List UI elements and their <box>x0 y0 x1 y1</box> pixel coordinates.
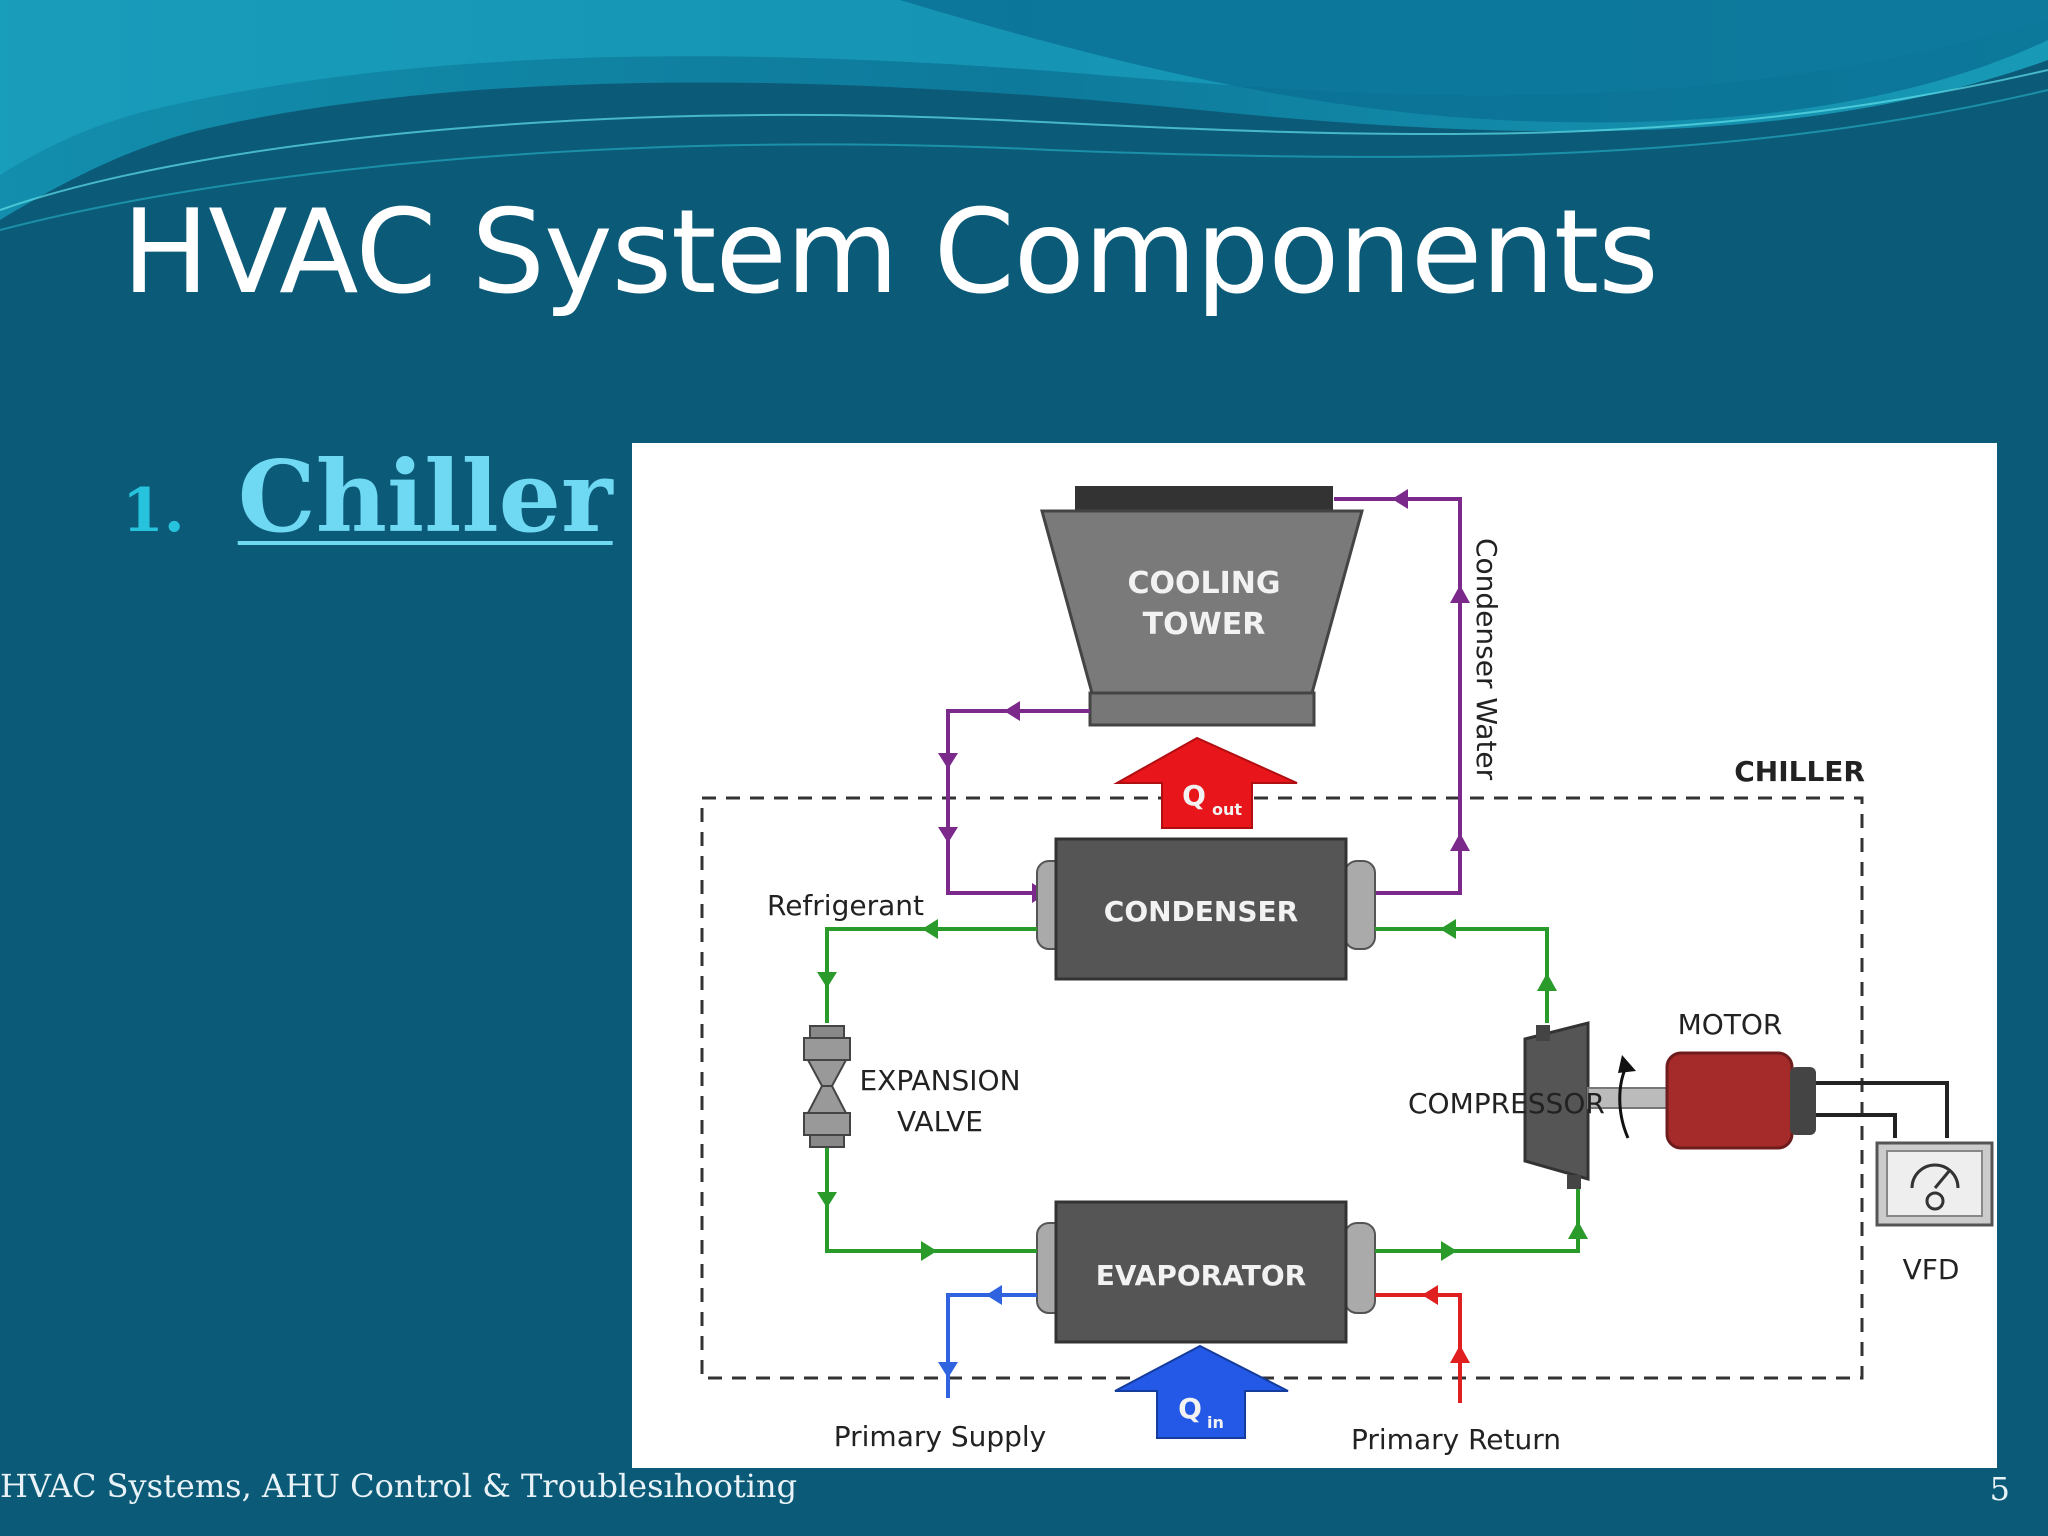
condenser-label: CONDENSER <box>1104 895 1298 928</box>
refrigerant-arrows <box>817 919 1588 1261</box>
primary-supply-label: Primary Supply <box>834 1420 1047 1453</box>
motor <box>1665 1051 1816 1150</box>
q-out-subscript: out <box>1212 800 1242 819</box>
compressor-label: COMPRESSOR <box>1408 1087 1605 1120</box>
primary-supply-line <box>938 1285 1037 1398</box>
compressor <box>1523 1021 1669 1189</box>
cooling-tower: COOLING TOWER <box>1040 486 1364 727</box>
page-number: 5 <box>1989 1470 2010 1508</box>
refrigerant-label: Refrigerant <box>767 889 924 922</box>
condenser: CONDENSER <box>1036 837 1376 981</box>
slide-title: HVAC System Components <box>122 185 1659 320</box>
refrigerant-loop <box>825 927 1580 1253</box>
condenser-water-label: Condenser Water <box>1470 538 1503 781</box>
chiller-boundary <box>700 796 1864 1380</box>
bullet-item-chiller: 1. Chiller <box>122 440 613 555</box>
vfd-label: VFD <box>1903 1253 1960 1286</box>
heat-out-arrow: Q out <box>1113 736 1298 829</box>
footer-text: HVAC Systems, AHU Control & Troublesıhoo… <box>0 1467 798 1505</box>
primary-return-label: Primary Return <box>1351 1423 1561 1456</box>
expansion-valve-label-1: EXPANSION <box>859 1064 1020 1097</box>
chiller-diagram-svg: CHILLER COOLING TOWER Condenser Water <box>700 486 1994 1456</box>
header-wave-decoration <box>0 0 2048 240</box>
q-out-label: Q <box>1182 779 1206 812</box>
chiller-link[interactable]: Chiller <box>237 440 613 555</box>
heat-in-arrow: Q in <box>1114 1344 1289 1439</box>
vfd-unit <box>1875 1141 1994 1227</box>
evaporator-label: EVAPORATOR <box>1096 1259 1306 1292</box>
chiller-label: CHILLER <box>1734 755 1865 788</box>
expansion-valve-label-2: VALVE <box>897 1105 983 1138</box>
q-in-subscript: in <box>1207 1413 1224 1432</box>
vfd-wiring <box>1816 1081 1949 1138</box>
evaporator: EVAPORATOR <box>1036 1200 1376 1344</box>
bullet-number: 1. <box>122 476 185 546</box>
motor-label: MOTOR <box>1678 1008 1783 1041</box>
chiller-diagram: CHILLER COOLING TOWER Condenser Water <box>632 443 1997 1468</box>
cooling-tower-label-2: TOWER <box>1143 607 1266 642</box>
q-in-label: Q <box>1178 1392 1202 1425</box>
cooling-tower-label-1: COOLING <box>1127 566 1280 601</box>
primary-return-line <box>1375 1285 1470 1403</box>
expansion-valve <box>803 1025 851 1148</box>
